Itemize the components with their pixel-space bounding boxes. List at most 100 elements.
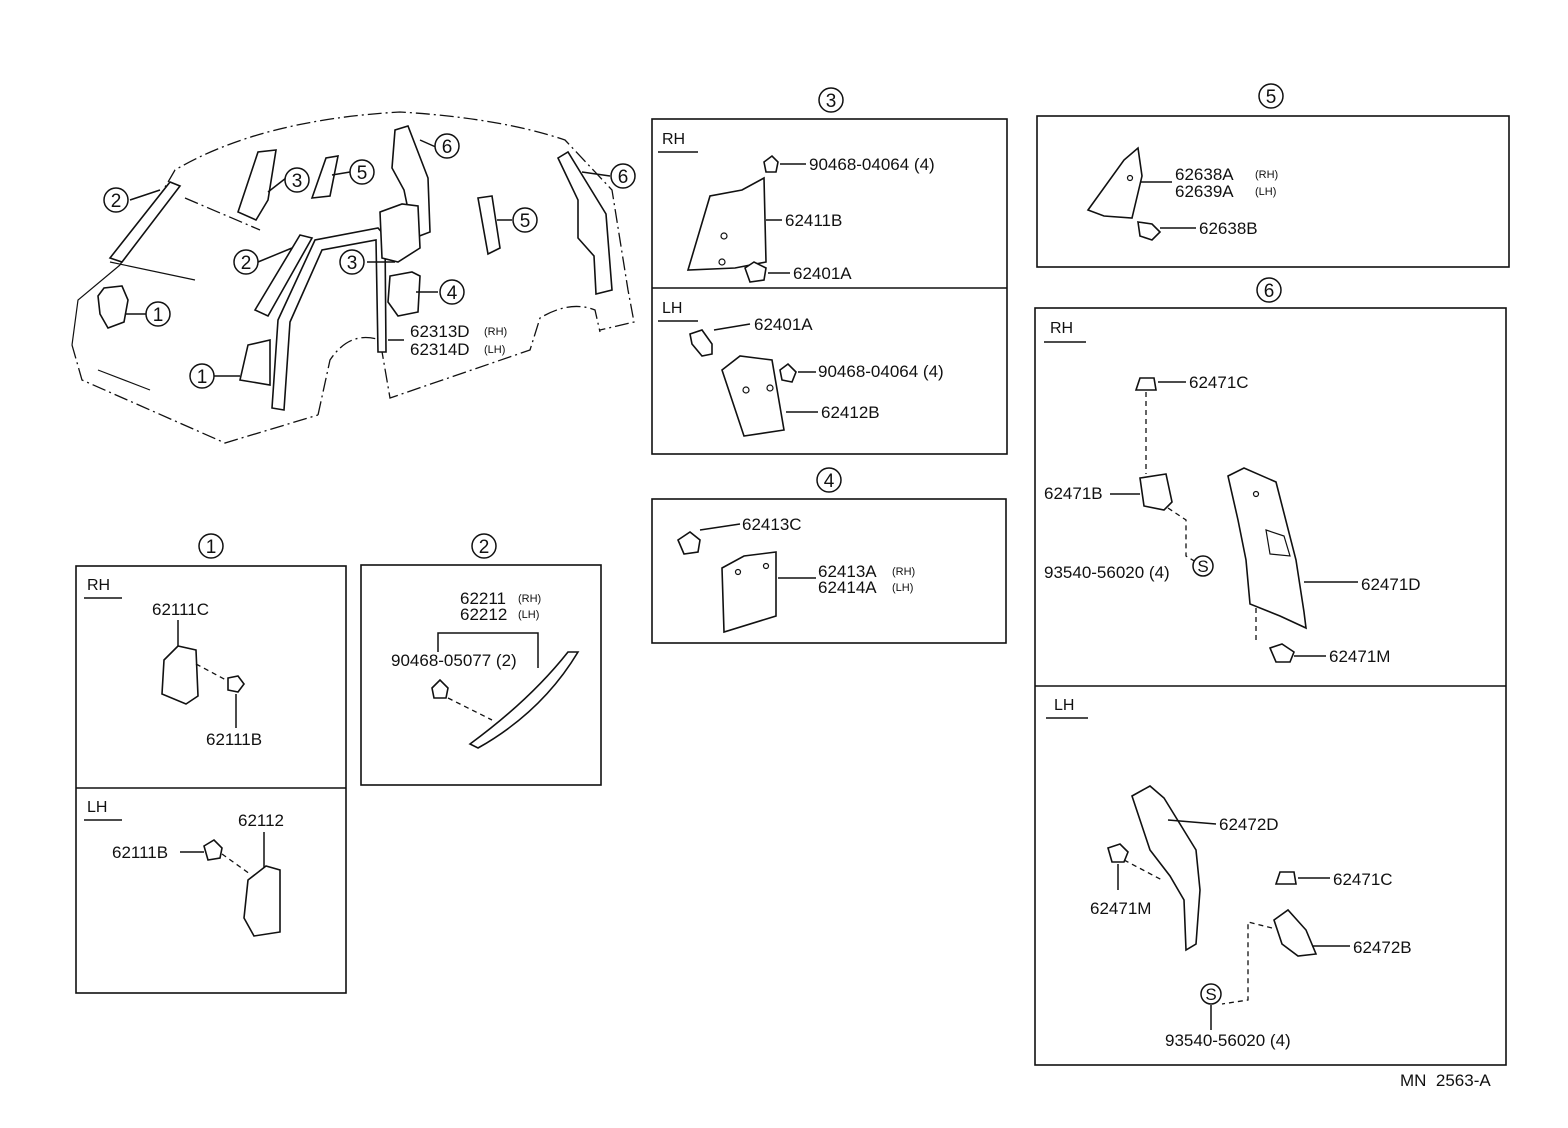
rear-pillar-trim bbox=[556, 150, 613, 296]
callout-3-upper[interactable]: 3 bbox=[284, 167, 310, 193]
part-62211[interactable]: 62211 bbox=[460, 589, 506, 608]
part-93540-56020-lh[interactable]: 93540-56020 (4) bbox=[1165, 1031, 1291, 1050]
part-90468-05077[interactable]: 90468-05077 (2) bbox=[391, 651, 517, 670]
group-4: 4 62413C 62413A (RH) 62414A (LH) bbox=[651, 467, 1007, 644]
part-62401a-lh[interactable]: 62401A bbox=[754, 315, 813, 334]
group-6-rh-label: RH bbox=[1050, 320, 1073, 337]
callout-1-lower[interactable]: 1 bbox=[189, 363, 215, 389]
svg-text:3: 3 bbox=[826, 91, 837, 112]
rear-pillar-trim-rh bbox=[1227, 467, 1307, 630]
part-62111b-rh[interactable]: 62111B bbox=[206, 730, 262, 749]
group-2-callout[interactable]: 2 bbox=[471, 533, 497, 559]
part-62412b[interactable]: 62412B bbox=[821, 403, 880, 422]
svg-text:5: 5 bbox=[357, 163, 368, 184]
group-4-frame bbox=[651, 498, 1007, 644]
part-62472d[interactable]: 62472D bbox=[1219, 815, 1279, 834]
group-4-callout[interactable]: 4 bbox=[816, 467, 842, 493]
svg-text:4: 4 bbox=[447, 283, 458, 304]
svg-text:(LH): (LH) bbox=[1255, 186, 1276, 198]
part-62638a[interactable]: 62638A bbox=[1175, 165, 1234, 184]
overview-part-62313d[interactable]: 62313D (RH) 62314D (LH) bbox=[410, 322, 507, 359]
svg-text:1: 1 bbox=[206, 537, 217, 558]
svg-text:2: 2 bbox=[241, 253, 252, 274]
clip-icon bbox=[779, 362, 797, 383]
part-62401a-rh[interactable]: 62401A bbox=[793, 264, 852, 283]
part-62471d[interactable]: 62471D bbox=[1361, 575, 1421, 594]
part-62413c[interactable]: 62413C bbox=[742, 515, 802, 534]
svg-text:S: S bbox=[1205, 985, 1216, 1004]
group-1-rh-label: RH bbox=[87, 577, 110, 594]
fastener-icon bbox=[689, 329, 713, 357]
callout-6-upper[interactable]: 6 bbox=[434, 133, 460, 159]
callout-3-center[interactable]: 3 bbox=[339, 249, 365, 275]
group-5-callout[interactable]: 5 bbox=[1258, 83, 1284, 109]
clip-icon bbox=[763, 154, 779, 173]
callout-1-front[interactable]: 1 bbox=[145, 301, 171, 327]
part-62111b-lh[interactable]: 62111B bbox=[112, 843, 168, 862]
svg-text:(RH): (RH) bbox=[1255, 169, 1278, 181]
pillar-trim-rh bbox=[686, 176, 767, 271]
callout-5-upper[interactable]: 5 bbox=[349, 159, 375, 185]
clip-icon bbox=[1137, 221, 1162, 241]
screw-s-rh[interactable]: S bbox=[1192, 555, 1214, 577]
group-3-callout[interactable]: 3 bbox=[818, 87, 844, 113]
svg-text:2: 2 bbox=[111, 191, 122, 212]
part-62471m-lh[interactable]: 62471M bbox=[1090, 899, 1151, 918]
roof-side-trim bbox=[477, 195, 501, 256]
drawing-code: MN 2563-A bbox=[1400, 1071, 1491, 1090]
part-62471c-rh[interactable]: 62471C bbox=[1189, 373, 1249, 392]
svg-text:(LH): (LH) bbox=[518, 609, 539, 621]
center-pillar-lower bbox=[387, 271, 421, 317]
svg-text:6: 6 bbox=[1264, 281, 1275, 302]
part-62471m-rh[interactable]: 62471M bbox=[1329, 647, 1390, 666]
group-2: 2 62211 (RH) 62212 (LH) 90468-05077 (2) bbox=[360, 533, 602, 786]
fastener-icon bbox=[227, 675, 245, 693]
svg-text:6: 6 bbox=[442, 137, 453, 158]
part-62638b[interactable]: 62638B bbox=[1199, 219, 1258, 238]
vehicle-overview bbox=[71, 111, 635, 444]
part-90468-04064-rh[interactable]: 90468-04064 (4) bbox=[809, 155, 935, 174]
callout-5-right[interactable]: 5 bbox=[512, 207, 538, 233]
svg-text:3: 3 bbox=[347, 253, 358, 274]
screw-s-lh[interactable]: S bbox=[1200, 983, 1222, 1005]
cover-lh bbox=[1273, 908, 1318, 957]
group-1-frame bbox=[75, 565, 347, 994]
group-3-rh-label: RH bbox=[662, 131, 685, 148]
group-2-frame bbox=[360, 564, 602, 786]
svg-text:S: S bbox=[1197, 557, 1208, 576]
part-62414a[interactable]: 62414A bbox=[818, 578, 877, 597]
group-3-lh-label: LH bbox=[662, 300, 682, 317]
svg-text:(RH): (RH) bbox=[892, 566, 915, 578]
group-1-callout[interactable]: 1 bbox=[198, 533, 224, 559]
svg-text:62314D: 62314D bbox=[410, 340, 470, 359]
callout-4[interactable]: 4 bbox=[439, 279, 465, 305]
svg-text:(RH): (RH) bbox=[484, 326, 507, 338]
cowl-bracket-rh bbox=[161, 645, 199, 705]
group-3: 3 RH 90468-04064 (4) 62411B 62401A LH 62… bbox=[651, 87, 1008, 455]
group-6-callout[interactable]: 6 bbox=[1256, 277, 1282, 303]
callout-2-upper[interactable]: 2 bbox=[103, 187, 129, 213]
svg-text:2: 2 bbox=[479, 537, 490, 558]
cover-rh bbox=[1139, 473, 1173, 511]
part-90468-04064-lh[interactable]: 90468-04064 (4) bbox=[818, 362, 944, 381]
svg-text:4: 4 bbox=[824, 471, 835, 492]
front-pillar-trim bbox=[253, 234, 314, 318]
part-62639a[interactable]: 62639A bbox=[1175, 182, 1234, 201]
cowl-side-trim bbox=[239, 338, 271, 386]
group-5-frame bbox=[1036, 115, 1510, 268]
part-62111c[interactable]: 62111C bbox=[152, 600, 209, 619]
part-62212[interactable]: 62212 bbox=[460, 605, 507, 624]
svg-text:(RH): (RH) bbox=[518, 593, 541, 605]
svg-text:5: 5 bbox=[1266, 87, 1277, 108]
callout-2-lower[interactable]: 2 bbox=[233, 249, 259, 275]
callout-6-rear[interactable]: 6 bbox=[610, 163, 636, 189]
part-62471c-lh[interactable]: 62471C bbox=[1333, 870, 1393, 889]
part-93540-56020-rh[interactable]: 93540-56020 (4) bbox=[1044, 563, 1170, 582]
part-62112[interactable]: 62112 bbox=[238, 811, 284, 830]
part-62411b[interactable]: 62411B bbox=[785, 211, 842, 230]
part-62413a[interactable]: 62413A bbox=[818, 562, 877, 581]
cowl-trim-front bbox=[97, 285, 129, 329]
part-62471b[interactable]: 62471B bbox=[1044, 484, 1103, 503]
part-62472b[interactable]: 62472B bbox=[1353, 938, 1412, 957]
